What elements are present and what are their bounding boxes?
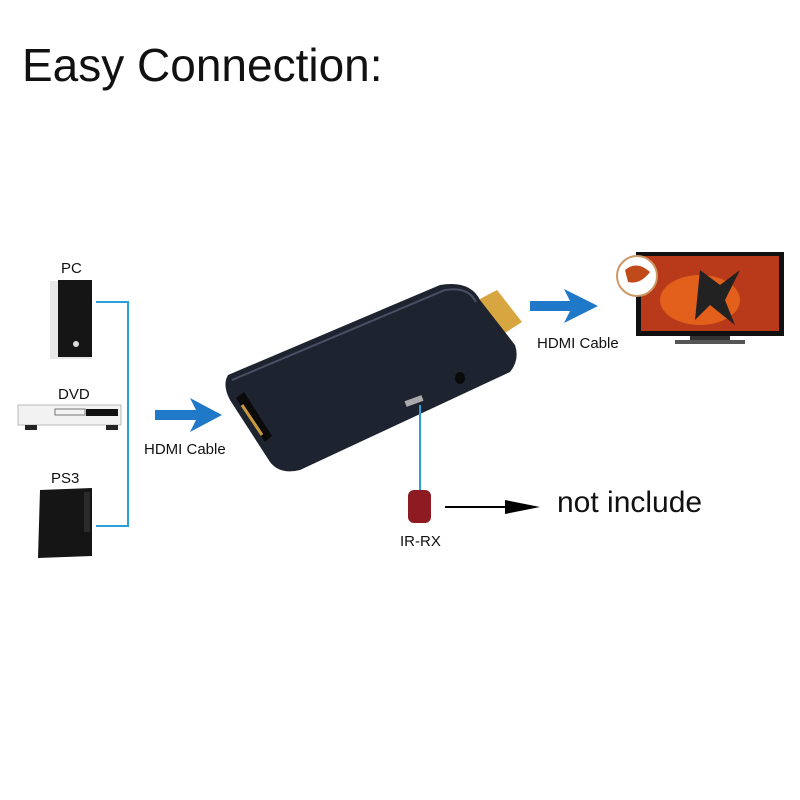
tv-icon	[616, 252, 784, 344]
output-cable-label: HDMI Cable	[537, 335, 619, 352]
pc-tower-icon	[50, 280, 92, 359]
hdmi-adapter-image	[225, 284, 522, 472]
not-include-note: not include	[557, 486, 703, 519]
source-label-pc: PC	[61, 260, 82, 277]
input-cable-label: HDMI Cable	[144, 441, 226, 458]
ir-receiver-icon	[408, 490, 431, 523]
dvd-player-icon	[17, 404, 122, 430]
source-label-ps3: PS3	[51, 470, 80, 487]
source-bus-line	[96, 301, 129, 527]
input-arrow-icon	[155, 398, 222, 432]
source-label-dvd: DVD	[58, 386, 90, 403]
page-title: Easy Connection:	[22, 39, 383, 91]
output-arrow-icon	[530, 289, 598, 323]
ps3-console-icon	[38, 488, 92, 558]
ir-label: IR-RX	[400, 533, 441, 550]
